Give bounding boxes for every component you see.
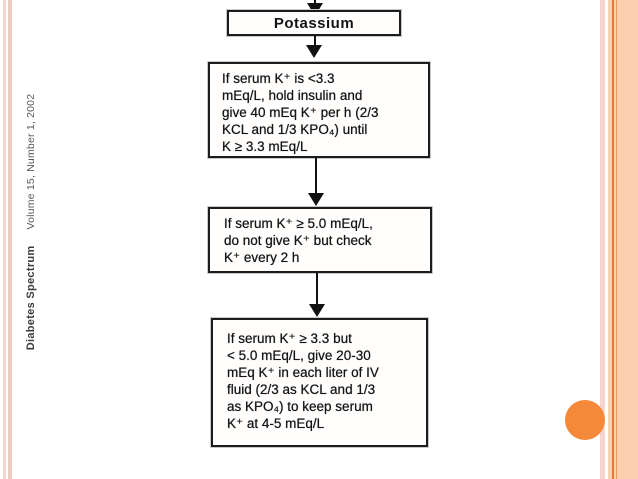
incoming-arrow-line bbox=[314, 0, 316, 5]
left-decorative-stripe-inner bbox=[8, 0, 12, 479]
arrow-line-title-to-box1 bbox=[314, 36, 316, 46]
arrow-line-box1-to-box2 bbox=[315, 158, 317, 196]
arrow-down-icon bbox=[306, 45, 322, 58]
journal-issue: Volume 15, Number 1, 2002 bbox=[25, 93, 37, 230]
decorative-circle bbox=[565, 400, 605, 440]
right-band-thin-line bbox=[616, 0, 617, 479]
flow-box-normal-potassium: If serum K⁺ ≥ 3.3 but < 5.0 mEq/L, give … bbox=[211, 318, 428, 447]
flow-box-high-potassium: If serum K⁺ ≥ 5.0 mEq/L, do not give K⁺ … bbox=[208, 207, 432, 273]
arrow-down-icon bbox=[309, 304, 325, 317]
journal-title: Diabetes Spectrum bbox=[25, 245, 37, 351]
right-decorative-stripe bbox=[600, 0, 605, 479]
flowchart-title-box: Potassium bbox=[227, 10, 401, 36]
flow-box-low-potassium: If serum K⁺ is <3.3 mEq/L, hold insulin … bbox=[208, 62, 430, 158]
journal-citation: Diabetes Spectrum Volume 15, Number 1, 2… bbox=[25, 94, 37, 351]
arrow-line-box2-to-box3 bbox=[316, 273, 318, 307]
arrow-down-icon bbox=[308, 193, 324, 206]
left-decorative-stripe-outer bbox=[3, 0, 6, 479]
right-band-dark-line bbox=[612, 0, 614, 479]
